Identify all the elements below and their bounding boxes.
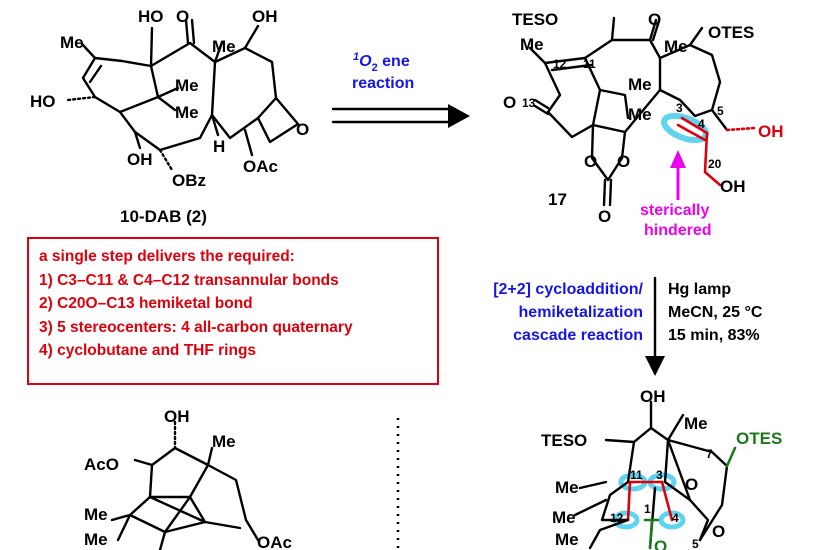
start-me-label: Me [60,33,84,52]
product-o-r2: O [712,522,725,541]
start-oac: OAc [243,157,278,176]
int-compound-label: 17 [548,190,567,209]
cond-left-2: hemiketalization [519,304,643,321]
int-me-mid: Me [664,37,688,56]
cond-right-2: MeCN, 25 °C [668,304,763,321]
arrow1-line1: 1O2 ene [353,51,410,74]
product-me-a: Me [555,478,579,497]
cage-left-me3: Me [84,530,108,549]
cage-left-structure [110,420,260,550]
product-n5: 5 [692,537,699,550]
int-carbonate-o3: O [598,207,611,226]
product-o-r3: O [654,537,667,550]
product-structure [573,400,737,550]
int-me-b: Me [628,105,652,124]
start-compound-label: 10-DAB (2) [120,207,207,226]
int-oh20: OH [720,177,746,196]
start-oh-top: HO [138,7,164,26]
product-oh: OH [640,387,666,406]
int-o13: O [503,93,516,112]
int-carbonate-o1: O [584,152,597,171]
int-hint-line1: sterically [640,202,709,219]
start-me-mid: Me [212,37,236,56]
int-me12: Me [520,35,544,54]
start-oh-tr: OH [252,7,278,26]
int-n5: 5 [717,104,724,118]
start-keto-o: O [176,7,189,26]
int-oh5: OH [758,122,784,141]
note-line-3: 3) 5 stereocenters: 4 all-carbon quatern… [39,318,353,336]
arrow1-line2: reaction [352,75,414,92]
cond-right-3: 15 min, 83% [668,327,760,344]
int-n11: 11 [583,57,596,71]
int-carbonate-o2: O [617,152,630,171]
int-n20: 20 [708,157,722,171]
cage-left-oac: OAc [257,533,292,550]
start-me-a: Me [175,76,199,95]
cage-left-me2: Me [84,505,108,524]
int-n4: 4 [698,117,705,131]
note-line-2: 2) C20O–C13 hemiketal bond [39,295,253,312]
cond-right-1: Hg lamp [668,281,731,298]
start-obz: OBz [172,171,206,190]
note-line-0: a single step delivers the required: [39,248,295,265]
int-keto-o: O [648,10,661,29]
product-n1: 1 [644,502,651,516]
cage-left-aco: AcO [84,455,119,474]
start-me-b: Me [175,103,199,122]
note-line-4: 4) cyclobutane and THF rings [39,342,257,359]
cond-left-1: [2+2] cycloaddition/ [493,281,643,298]
reaction-arrow-2 [645,276,665,376]
product-o-ring: O [685,475,698,494]
int-n3: 3 [676,101,683,115]
product-n7: 7 [706,447,713,461]
cage-left-me1: Me [212,432,236,451]
int-me-a: Me [628,75,652,94]
product-n3: 3 [656,468,663,482]
product-otes: OTES [736,429,782,448]
int-teso: TESO [512,10,558,29]
start-h: H [213,137,225,156]
product-me: Me [684,414,708,433]
int-hint-line2: hindered [644,222,712,239]
int-otes: OTES [708,23,754,42]
note-box: a single step delivers the required: 1) … [27,237,439,385]
product-n11: 11 [630,468,643,482]
int-n12: 12 [553,57,567,71]
product-n12: 12 [610,511,624,525]
start-oxetane-o: O [296,120,309,139]
cond-left-3: cascade reaction [513,327,643,344]
product-teso: TESO [541,431,587,450]
product-me-b: Me [552,508,576,527]
note-line-1: 1) C3–C11 & C4–C12 transannular bonds [39,271,339,289]
start-material-structure [66,18,300,172]
reaction-arrow-1 [331,104,470,128]
cage-left-oh: OH [164,407,190,426]
start-oh-bottom: OH [127,150,153,169]
start-ho-left: HO [30,92,56,111]
product-n4: 4 [672,511,679,525]
product-me-c: Me [555,530,579,549]
intermediate-structure [528,16,757,207]
product-hl-4 [658,510,686,530]
int-n13: 13 [522,96,536,110]
